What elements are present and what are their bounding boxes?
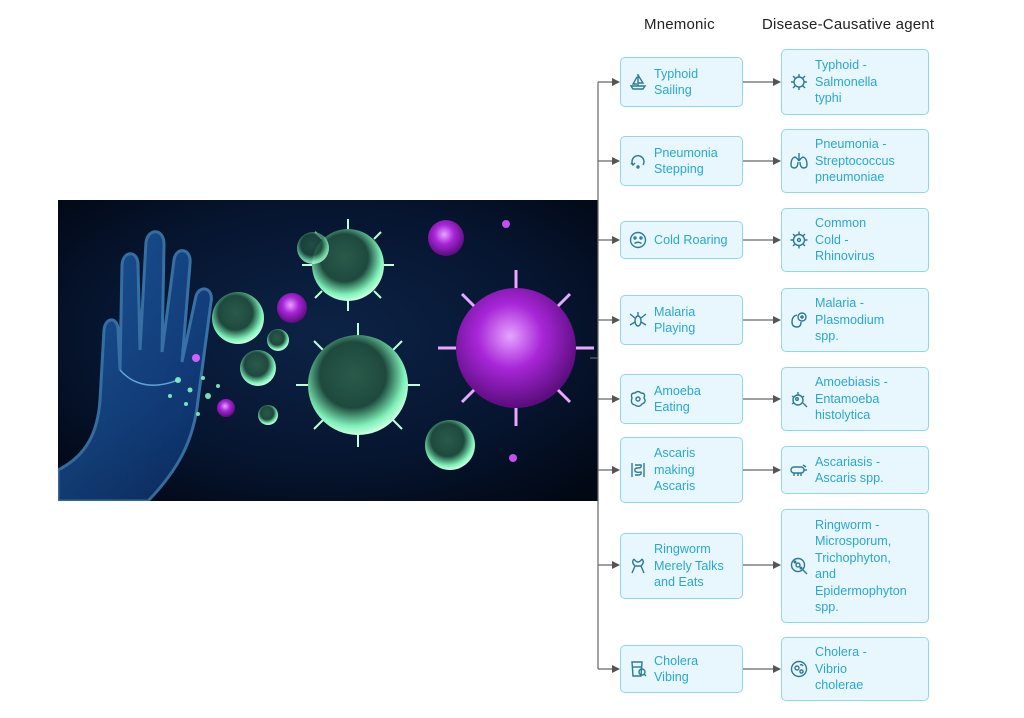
hand-virus-illustration bbox=[58, 200, 598, 501]
sick-face-icon bbox=[628, 230, 648, 250]
lungs-icon bbox=[789, 151, 809, 171]
mnemonic-box-amoeba: Amoeba Eating bbox=[620, 374, 743, 424]
ribbon-icon bbox=[628, 556, 648, 576]
large-purple-virus bbox=[456, 288, 576, 408]
microbe-icon bbox=[789, 389, 809, 409]
mnemonic-header: Mnemonic bbox=[644, 16, 715, 33]
worm-icon bbox=[789, 460, 809, 480]
mnemonic-box-cholera: Cholera Vibing bbox=[620, 645, 743, 693]
disease-box-ringworm: Ringworm - Microsporum, Trichophyton, an… bbox=[781, 509, 929, 623]
green-virus-small bbox=[240, 350, 276, 386]
bacterium-icon bbox=[789, 72, 809, 92]
disease-box-cold: Common Cold - Rhinovirus bbox=[781, 208, 929, 272]
green-virus-left bbox=[212, 292, 264, 344]
rotate-arrow-icon bbox=[628, 151, 648, 171]
mosquito-icon bbox=[628, 310, 648, 330]
mnemonic-box-ascaris: Ascaris making Ascaris bbox=[620, 437, 743, 503]
mnemonic-box-pneumonia: Pneumonia Stepping bbox=[620, 136, 743, 186]
purple-virus-top bbox=[428, 220, 464, 256]
amoeba-icon bbox=[628, 389, 648, 409]
sailboat-icon bbox=[628, 72, 648, 92]
mnemonic-box-ringworm: Ringworm Merely Talks and Eats bbox=[620, 533, 743, 599]
disease-box-typhoid: Typhoid - Salmonella typhi bbox=[781, 49, 929, 115]
cell-plus-icon bbox=[789, 310, 809, 330]
intestine-icon bbox=[628, 460, 648, 480]
virus-icon bbox=[789, 230, 809, 250]
green-virus-right bbox=[425, 420, 475, 470]
hand-shape bbox=[58, 230, 213, 501]
disease-box-cholera: Cholera - Vibrio cholerae bbox=[781, 637, 929, 701]
purple-virus-left bbox=[277, 293, 307, 323]
water-glass-icon bbox=[628, 659, 648, 679]
mnemonic-box-cold: Cold Roaring bbox=[620, 221, 743, 259]
fungus-search-icon bbox=[789, 556, 809, 576]
green-virus-top bbox=[312, 229, 384, 301]
disease-box-malaria: Malaria - Plasmodium spp. bbox=[781, 288, 929, 352]
mnemonic-box-malaria: Malaria Playing bbox=[620, 295, 743, 345]
disease-box-amoebiasis: Amoebiasis - Entamoeba histolytica bbox=[781, 367, 929, 431]
large-green-virus bbox=[308, 335, 408, 435]
bacteria-circle-icon bbox=[789, 659, 809, 679]
disease-header: Disease-Causative agent bbox=[762, 16, 935, 33]
disease-box-pneumonia: Pneumonia - Streptococcus pneumoniae bbox=[781, 129, 929, 193]
disease-box-ascariasis: Ascariasis - Ascaris spp. bbox=[781, 446, 929, 494]
mnemonic-box-typhoid: Typhoid Sailing bbox=[620, 57, 743, 107]
